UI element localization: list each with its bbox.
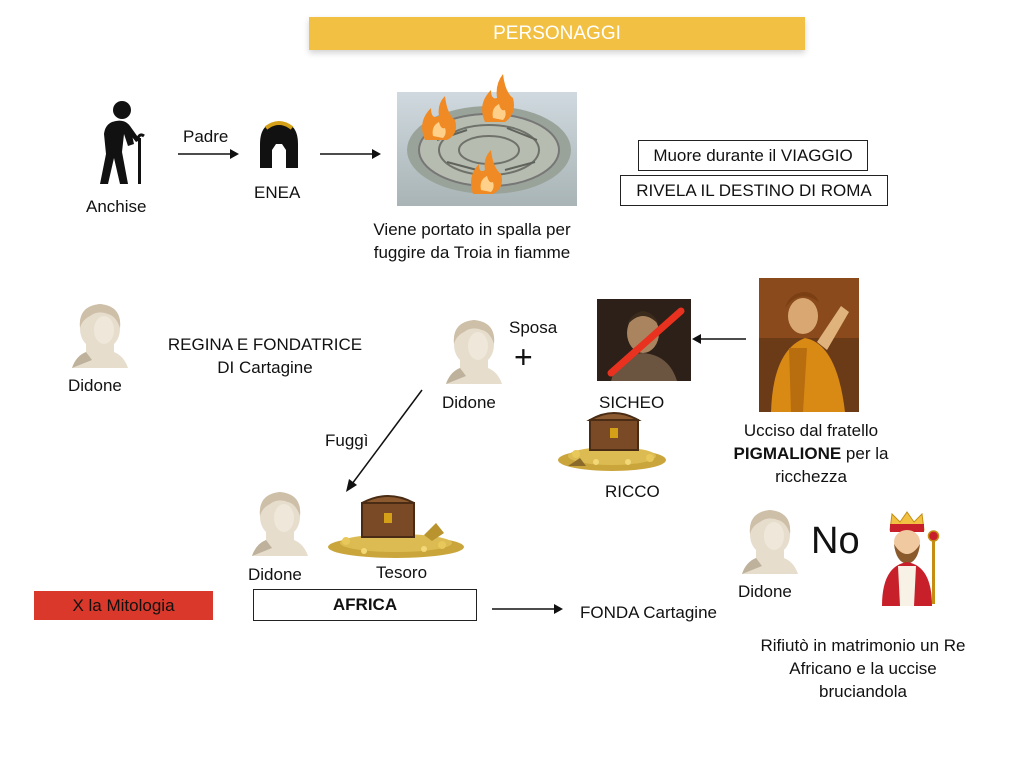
fuggi-label: Fuggì (325, 431, 369, 450)
africa-box: AFRICA (253, 589, 477, 621)
arrow-right-icon (178, 146, 240, 162)
fonda-label: FONDA Cartagine (580, 603, 717, 622)
burning-troy-image (397, 70, 577, 206)
troy-caption-line-1: Viene portato in spalla per (373, 220, 571, 239)
sicheo-portrait-image (597, 299, 691, 381)
ucciso-line-1: Ucciso dal fratello (743, 421, 879, 440)
old-man-icon (88, 100, 150, 186)
dido-bust-icon (250, 490, 310, 556)
ucciso-line-2: PIGMALIONE per la (711, 442, 911, 465)
rifiuto-line-1: Rifiutò in matrimonio un Re (760, 636, 966, 655)
anchise-label: Anchise (86, 197, 147, 216)
rifiuto-line-2: Africano e la uccise (789, 659, 937, 678)
arrow-diagonal-icon (344, 388, 426, 492)
sicheo-label: SICHEO (599, 393, 665, 412)
rifiuto-line-3: bruciandola (819, 682, 907, 701)
dido-bust-icon (740, 508, 800, 574)
didone-label-1: Didone (68, 376, 122, 395)
pigmalione-portrait-image (759, 278, 859, 412)
padre-label: Padre (183, 127, 229, 146)
muore-box: Muore durante il VIAGGIO (638, 140, 868, 171)
tesoro-label: Tesoro (376, 563, 428, 582)
arrow-right-icon (492, 601, 564, 617)
didone-label-4: Didone (738, 582, 792, 601)
pigmalione-name: PIGMALIONE (733, 444, 842, 463)
regina-line-2: DI Cartagine (217, 358, 313, 377)
ricco-label: RICCO (605, 482, 660, 501)
enea-label: ENEA (254, 183, 301, 202)
dido-bust-icon (70, 302, 130, 368)
troy-caption-line-2: fuggire da Troia in fiamme (373, 243, 571, 262)
regina-line-1: REGINA E FONDATRICE (167, 335, 363, 354)
arrow-right-icon (320, 146, 382, 162)
didone-label-2: Didone (442, 393, 496, 412)
dido-bust-icon (444, 318, 504, 384)
plus-sign: + (514, 339, 533, 375)
arrow-left-icon (692, 331, 746, 347)
sposa-label: Sposa (509, 318, 558, 337)
treasure-chest-image (556, 410, 668, 472)
ucciso-line-2-rest: per la (841, 444, 889, 463)
didone-label-3: Didone (248, 565, 302, 584)
spartan-helmet-icon (256, 120, 302, 172)
treasure-chest-image (324, 493, 466, 559)
page-title: PERSONAGGI (309, 17, 805, 50)
ucciso-line-3: ricchezza (775, 467, 847, 486)
rivela-box: RIVELA IL DESTINO DI ROMA (620, 175, 888, 206)
mitologia-label: X la Mitologia (34, 591, 213, 620)
no-label: No (811, 520, 860, 562)
king-icon (874, 510, 940, 606)
